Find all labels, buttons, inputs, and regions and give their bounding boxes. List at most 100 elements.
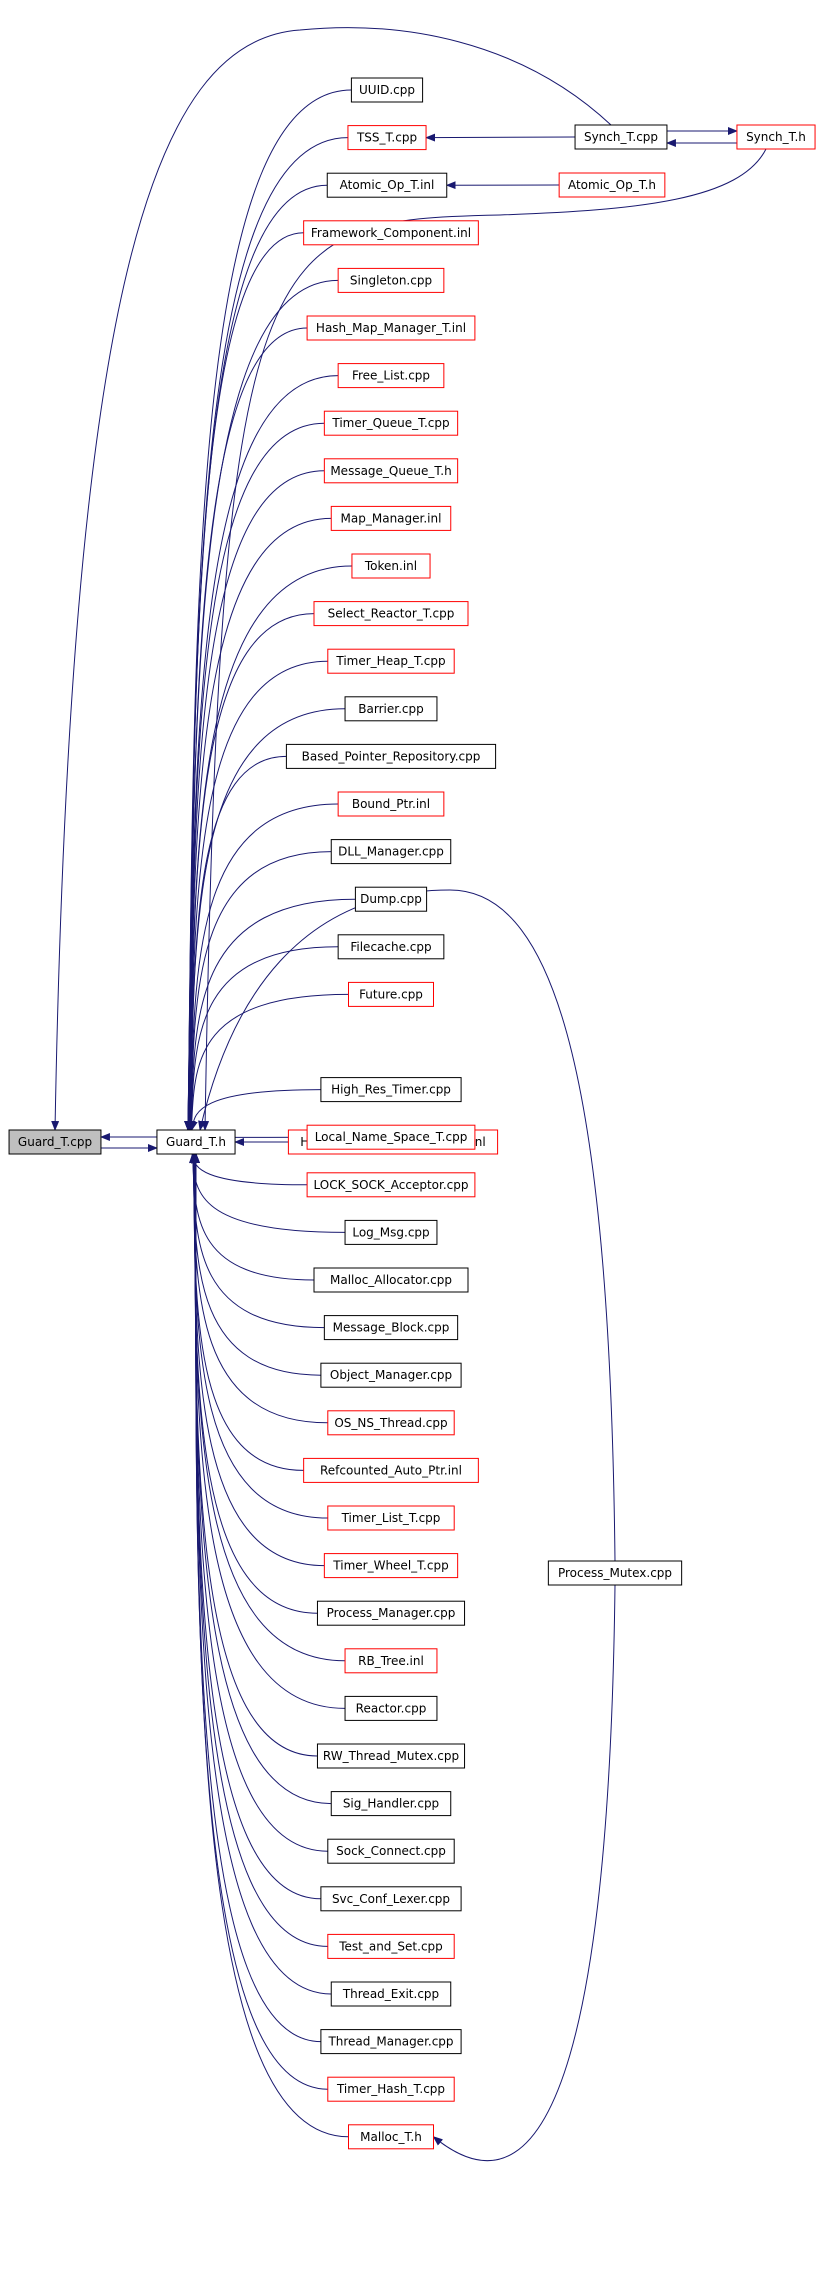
graph-node-process-mutex-cpp[interactable]: Process_Mutex.cpp xyxy=(548,1561,681,1585)
edge-timer-queue-t-cpp-to-guard-t-h xyxy=(188,423,324,1130)
node-label: Timer_Heap_T.cpp xyxy=(335,654,445,668)
graph-node-high-res-timer-cpp[interactable]: High_Res_Timer.cpp xyxy=(321,1078,461,1102)
graph-node-timer-wheel-t-cpp[interactable]: Timer_Wheel_T.cpp xyxy=(324,1554,457,1578)
graph-node-malloc-allocator-cpp[interactable]: Malloc_Allocator.cpp xyxy=(314,1268,468,1292)
graph-node-svc-conf-lexer-cpp[interactable]: Svc_Conf_Lexer.cpp xyxy=(321,1887,461,1911)
node-label: Framework_Component.inl xyxy=(311,226,471,240)
graph-node-bound-ptr-inl[interactable]: Bound_Ptr.inl xyxy=(338,792,444,816)
graph-node-guard-t-h[interactable]: Guard_T.h xyxy=(157,1130,235,1154)
graph-node-free-list-cpp[interactable]: Free_List.cpp xyxy=(338,364,444,388)
graph-node-refcounted-auto-ptr-inl[interactable]: Refcounted_Auto_Ptr.inl xyxy=(304,1458,479,1482)
node-label: TSS_T.cpp xyxy=(356,131,417,145)
graph-node-os-ns-thread-cpp[interactable]: OS_NS_Thread.cpp xyxy=(328,1411,454,1435)
graph-node-thread-exit-cpp[interactable]: Thread_Exit.cpp xyxy=(331,1982,451,2006)
graph-node-timer-list-t-cpp[interactable]: Timer_List_T.cpp xyxy=(328,1506,454,1530)
graph-node-message-queue-t-h[interactable]: Message_Queue_T.h xyxy=(324,459,457,483)
graph-node-local-name-space-t-cpp[interactable]: Local_Name_Space_T.cpp xyxy=(307,1125,475,1149)
graph-node-timer-heap-t-cpp[interactable]: Timer_Heap_T.cpp xyxy=(328,649,454,673)
node-label: OS_NS_Thread.cpp xyxy=(334,1416,447,1430)
graph-node-thread-manager-cpp[interactable]: Thread_Manager.cpp xyxy=(321,2030,461,2054)
graph-node-sig-handler-cpp[interactable]: Sig_Handler.cpp xyxy=(331,1792,451,1816)
node-label: Singleton.cpp xyxy=(350,273,432,287)
graph-node-object-manager-cpp[interactable]: Object_Manager.cpp xyxy=(321,1363,461,1387)
node-label: Synch_T.cpp xyxy=(584,130,658,144)
graph-node-message-block-cpp[interactable]: Message_Block.cpp xyxy=(324,1316,457,1340)
node-label: Thread_Manager.cpp xyxy=(327,2035,453,2049)
graph-node-rb-tree-inl[interactable]: RB_Tree.inl xyxy=(345,1649,437,1673)
graph-node-atomic-op-t-h[interactable]: Atomic_Op_T.h xyxy=(559,173,665,197)
edge-barrier-cpp-to-guard-t-h xyxy=(190,709,345,1130)
node-label: Timer_Wheel_T.cpp xyxy=(332,1559,448,1573)
edge-malloc-allocator-cpp-to-guard-t-h xyxy=(193,1154,314,1280)
graph-node-reactor-cpp[interactable]: Reactor.cpp xyxy=(345,1696,437,1720)
graph-node-uuid-cpp[interactable]: UUID.cpp xyxy=(351,78,422,102)
edge-timer-wheel-t-cpp-to-guard-t-h xyxy=(194,1154,324,1566)
graph-node-filecache-cpp[interactable]: Filecache.cpp xyxy=(338,935,444,959)
edge-framework-component-inl-to-guard-t-h xyxy=(188,233,304,1130)
node-label: Guard_T.h xyxy=(166,1135,226,1149)
node-label: Sock_Connect.cpp xyxy=(336,1844,446,1858)
node-label: Test_and_Set.cpp xyxy=(338,1939,443,1953)
node-label: Refcounted_Auto_Ptr.inl xyxy=(320,1463,462,1477)
graph-node-guard-t-cpp: Guard_T.cpp xyxy=(9,1130,101,1154)
graph-node-lock-sock-acceptor-cpp[interactable]: LOCK_SOCK_Acceptor.cpp xyxy=(307,1173,475,1197)
node-label: Map_Manager.inl xyxy=(341,511,442,525)
edge-select-reactor-t-cpp-to-guard-t-h xyxy=(189,614,314,1130)
graph-node-tss-t-cpp[interactable]: TSS_T.cpp xyxy=(348,126,426,150)
node-label: Malloc_T.h xyxy=(360,2130,422,2144)
node-label: High_Res_Timer.cpp xyxy=(331,1083,451,1097)
node-label: Synch_T.h xyxy=(746,130,806,144)
node-label: Message_Block.cpp xyxy=(333,1321,450,1335)
node-label: Process_Mutex.cpp xyxy=(558,1566,672,1580)
node-label: Sig_Handler.cpp xyxy=(343,1797,439,1811)
edge-synch-t-cpp-to-tss-t-cpp xyxy=(426,137,575,138)
graph-node-future-cpp[interactable]: Future.cpp xyxy=(349,982,434,1006)
edge-message-block-cpp-to-guard-t-h xyxy=(193,1154,324,1328)
graph-node-framework-component-inl[interactable]: Framework_Component.inl xyxy=(304,221,479,245)
node-label: Svc_Conf_Lexer.cpp xyxy=(332,1892,450,1906)
node-label: Hash_Map_Manager_T.inl xyxy=(316,321,466,335)
graph-node-dll-manager-cpp[interactable]: DLL_Manager.cpp xyxy=(331,840,451,864)
graph-node-dump-cpp[interactable]: Dump.cpp xyxy=(355,887,426,911)
graph-node-log-msg-cpp[interactable]: Log_Msg.cpp xyxy=(345,1220,437,1244)
edge-malloc-t-h-to-guard-t-h xyxy=(196,1154,349,2137)
node-label: Malloc_Allocator.cpp xyxy=(330,1273,452,1287)
node-label: Thread_Exit.cpp xyxy=(342,1987,439,2001)
node-label: LOCK_SOCK_Acceptor.cpp xyxy=(314,1178,469,1192)
graph-node-based-pointer-repository-cpp[interactable]: Based_Pointer_Repository.cpp xyxy=(286,744,495,768)
node-label: Local_Name_Space_T.cpp xyxy=(315,1130,468,1144)
node-label: Object_Manager.cpp xyxy=(330,1368,452,1382)
graph-node-select-reactor-t-cpp[interactable]: Select_Reactor_T.cpp xyxy=(314,602,468,626)
graph-node-timer-queue-t-cpp[interactable]: Timer_Queue_T.cpp xyxy=(324,411,457,435)
node-label: Filecache.cpp xyxy=(350,940,431,954)
graph-node-singleton-cpp[interactable]: Singleton.cpp xyxy=(338,268,444,292)
graph-node-token-inl[interactable]: Token.inl xyxy=(352,554,430,578)
edge-lock-sock-acceptor-cpp-to-guard-t-h xyxy=(192,1154,307,1185)
edge-message-queue-t-h-to-guard-t-h xyxy=(189,471,325,1130)
graph-node-rw-thread-mutex-cpp[interactable]: RW_Thread_Mutex.cpp xyxy=(317,1744,464,1768)
edge-svc-conf-lexer-cpp-to-guard-t-h xyxy=(196,1154,321,1899)
node-label: RW_Thread_Mutex.cpp xyxy=(323,1749,459,1763)
graph-node-test-and-set-cpp[interactable]: Test_and_Set.cpp xyxy=(328,1934,454,1958)
graph-node-malloc-t-h[interactable]: Malloc_T.h xyxy=(349,2125,434,2149)
graph-node-sock-connect-cpp[interactable]: Sock_Connect.cpp xyxy=(328,1839,454,1863)
node-label: Token.inl xyxy=(364,559,417,573)
graph-node-map-manager-inl[interactable]: Map_Manager.inl xyxy=(331,506,451,530)
graph-node-synch-t-h[interactable]: Synch_T.h xyxy=(737,125,815,149)
graph-node-barrier-cpp[interactable]: Barrier.cpp xyxy=(345,697,437,721)
node-label: Atomic_Op_T.inl xyxy=(340,178,435,192)
node-label: Timer_Queue_T.cpp xyxy=(331,416,449,430)
node-label: Based_Pointer_Repository.cpp xyxy=(302,749,481,763)
edge-process-manager-cpp-to-guard-t-h xyxy=(194,1154,317,1613)
graph-node-timer-hash-t-cpp[interactable]: Timer_Hash_T.cpp xyxy=(328,2077,454,2101)
edge-process-mutex-cpp-to-malloc-t-h xyxy=(434,1585,616,2161)
graph-node-hash-map-manager-t-inl[interactable]: Hash_Map_Manager_T.inl xyxy=(307,316,475,340)
graph-node-process-manager-cpp[interactable]: Process_Manager.cpp xyxy=(317,1601,464,1625)
edge-future-cpp-to-guard-t-h xyxy=(191,994,348,1130)
edge-rb-tree-inl-to-guard-t-h xyxy=(195,1154,345,1661)
graph-node-atomic-op-t-inl[interactable]: Atomic_Op_T.inl xyxy=(327,173,447,197)
graph-node-synch-t-cpp[interactable]: Synch_T.cpp xyxy=(575,125,667,149)
node-label: Log_Msg.cpp xyxy=(352,1225,429,1239)
